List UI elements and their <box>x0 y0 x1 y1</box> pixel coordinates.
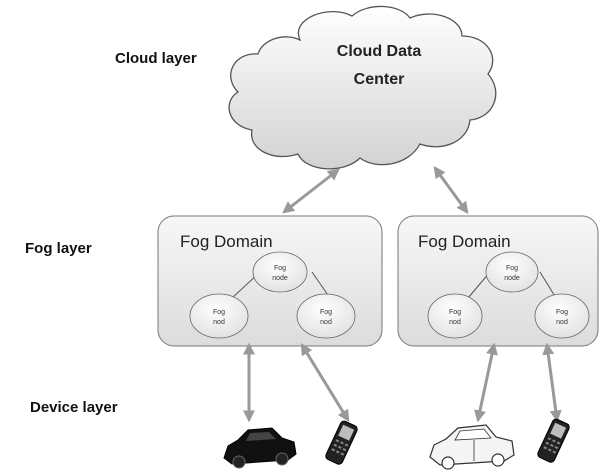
fog-domain-right: Fog Domain Fog node Fog nod Fog nod <box>397 215 599 347</box>
mobile-phone-icon <box>325 420 358 465</box>
svg-text:nod: nod <box>556 319 568 326</box>
fog-device-arrow-3 <box>474 342 498 423</box>
cloud-data-center: Cloud Data Center <box>228 5 497 170</box>
car-icon <box>223 427 297 469</box>
mobile-phone-icon <box>537 418 570 463</box>
svg-text:nod: nod <box>213 319 225 326</box>
car-icon <box>429 424 515 470</box>
svg-text:Fog: Fog <box>274 265 286 272</box>
cloud-title-line1: Cloud Data <box>337 43 422 60</box>
svg-text:node: node <box>272 275 288 282</box>
fog-domain-left: Fog Domain Fog node Fog nod Fog nod <box>157 215 383 347</box>
fog-node-right: Fog nod <box>534 293 590 339</box>
svg-text:nod: nod <box>320 319 332 326</box>
svg-text:Fog: Fog <box>213 309 225 316</box>
fog-layer-label: Fog layer <box>25 240 92 257</box>
fog-node-right: Fog nod <box>296 293 356 339</box>
svg-text:Fog: Fog <box>506 265 518 272</box>
cloud-shape <box>228 5 497 170</box>
fog-node-top: Fog node <box>485 251 539 293</box>
fog-device-arrow-4 <box>542 342 562 423</box>
fog-domain-title: Fog Domain <box>418 232 511 251</box>
svg-text:Fog: Fog <box>320 309 332 316</box>
svg-text:Fog: Fog <box>556 309 568 316</box>
cloud-title-line2: Center <box>354 71 405 88</box>
cloud-fog-arrow-right <box>433 166 469 214</box>
fog-device-arrow-2 <box>300 342 350 423</box>
svg-text:Fog: Fog <box>449 309 461 316</box>
svg-text:nod: nod <box>449 319 461 326</box>
fog-node-top: Fog node <box>252 251 308 293</box>
cloud-layer-label: Cloud layer <box>115 50 197 67</box>
fog-node-left: Fog nod <box>189 293 249 339</box>
device-layer-label: Device layer <box>30 399 118 416</box>
fog-node-left: Fog nod <box>427 293 483 339</box>
cloud-fog-arrow-left <box>282 168 340 214</box>
fog-domain-title: Fog Domain <box>180 232 273 251</box>
svg-text:node: node <box>504 275 520 282</box>
